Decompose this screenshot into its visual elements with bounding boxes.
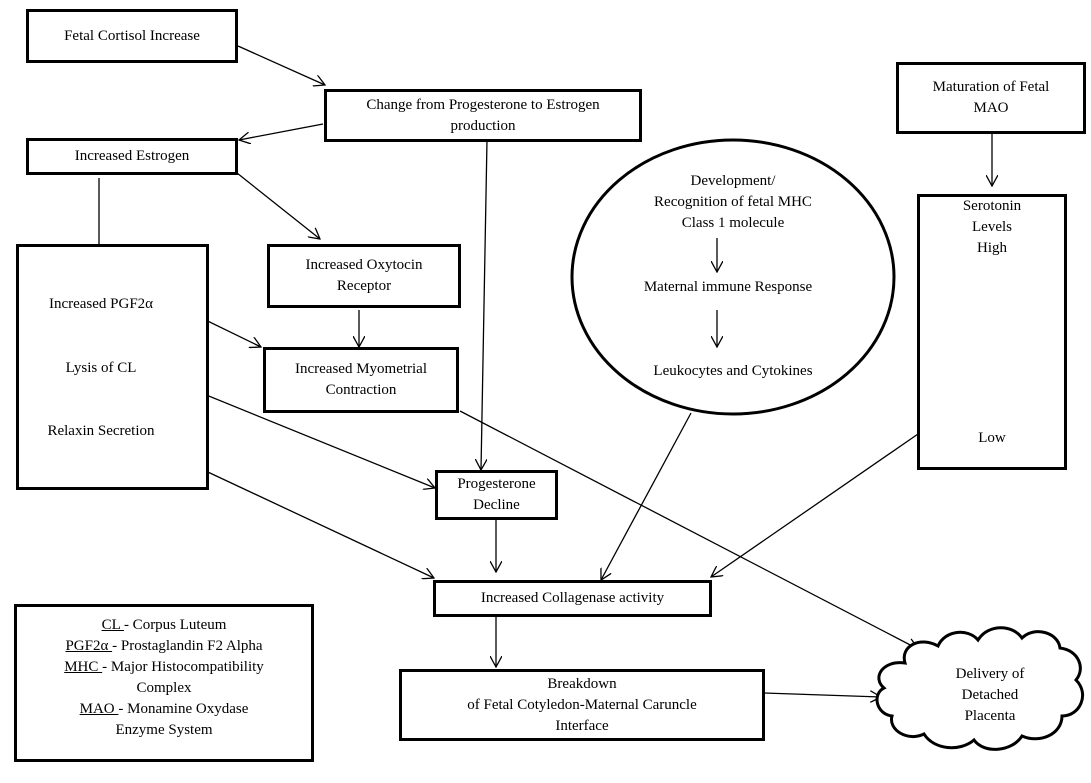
node-increased-estrogen: Increased Estrogen — [26, 138, 238, 175]
abbreviation-legend: CL - Corpus Luteum PGF2α - Prostaglandin… — [14, 604, 314, 762]
node-label: Increased Collagenase activity — [480, 590, 665, 606]
edge-mhc-to-collagenase — [601, 412, 692, 580]
node-maternal-immune-response: Maternal immune Response — [643, 279, 813, 295]
node-label-line: MAO — [973, 100, 1009, 116]
node-label-line: production — [450, 117, 516, 134]
legend-item: MAO - Monamine Oxydase — [17, 699, 311, 720]
node-maturation-of-fetal-mao: Maturation of Fetal MAO — [896, 62, 1086, 134]
node-label-line: Class 1 molecule — [681, 215, 785, 231]
node-label: Fetal Cortisol Increase — [64, 27, 200, 44]
node-serotonin-low: Low — [978, 430, 1006, 446]
mhc-immune-ellipse — [570, 138, 896, 416]
legend-item: CL - Corpus Luteum — [17, 615, 311, 636]
node-label-line: Contraction — [325, 382, 397, 398]
node-label-line: Progesterone — [457, 476, 536, 492]
legend-definition: - Corpus Luteum — [123, 617, 227, 633]
node-increased-collagenase-activity: Increased Collagenase activity — [433, 580, 712, 617]
node-breakdown-interface: Breakdown of Fetal Cotyledon-Maternal Ca… — [399, 669, 765, 741]
node-label-line: High — [977, 240, 1007, 256]
node-leukocytes-and-cytokines: Leukocytes and Cytokines — [653, 363, 813, 379]
node-change-progesterone-to-estrogen: Change from Progesterone to Estrogen pro… — [324, 89, 642, 142]
edge-breakdown-to-delivery — [763, 693, 881, 697]
node-increased-myometrial-contraction: Increased Myometrial Contraction — [263, 347, 459, 413]
edge-serotonin-to-collagenase — [711, 433, 919, 577]
legend-item: Complex — [17, 678, 311, 699]
node-label-line: Delivery of — [955, 666, 1025, 682]
node-label-line: Development/ — [690, 173, 776, 189]
legend-abbr: MAO — [79, 701, 119, 717]
node-label-line: Increased Myometrial — [294, 361, 428, 377]
edge-myometrial-to-delivery — [459, 410, 918, 649]
edge-cortisol-to-change — [237, 45, 325, 85]
node-mhc-development: Development/ Recognition of fetal MHC Cl… — [617, 171, 849, 234]
node-label-line: Levels — [972, 219, 1012, 235]
legend-definition: - Prostaglandin F2 Alpha — [112, 638, 263, 654]
node-label-line: Change from Progesterone to Estrogen — [366, 96, 600, 113]
legend-definition: Enzyme System — [115, 722, 213, 738]
legend-abbr: CL — [101, 617, 124, 633]
node-increased-oxytocin-receptor: Increased Oxytocin Receptor — [267, 244, 461, 308]
legend-definition: - Monamine Oxydase — [118, 701, 249, 717]
node-label-line: Maturation of Fetal — [932, 79, 1050, 95]
node-relaxin-secretion: Relaxin Secretion — [47, 423, 155, 439]
node-label-line: Decline — [473, 497, 520, 513]
node-serotonin-levels-high: Serotonin Levels High — [917, 196, 1067, 259]
node-label-line: Detached — [961, 687, 1019, 703]
node-increased-pgf2a: Increased PGF2α — [48, 296, 154, 312]
serotonin-group-box — [917, 194, 1067, 470]
node-label-line: Placenta — [964, 708, 1016, 724]
legend-item: MHC - Major Histocompatibility — [17, 657, 311, 678]
legend-item: PGF2α - Prostaglandin F2 Alpha — [17, 636, 311, 657]
node-lysis-of-cl: Lysis of CL — [65, 360, 137, 376]
edge-change-to-estrogen — [239, 123, 324, 140]
delivery-cloud-shape — [875, 626, 1084, 751]
node-label-line: Recognition of fetal MHC — [654, 194, 812, 210]
edge-change-to-progesterone-decline — [481, 139, 488, 470]
node-label-line: Breakdown — [547, 675, 617, 692]
node-progesterone-decline: Progesterone Decline — [435, 470, 558, 520]
node-delivery-of-detached-placenta: Delivery of Detached Placenta — [920, 664, 1060, 727]
legend-item: Enzyme System — [17, 720, 311, 741]
node-label-line: Interface — [555, 717, 609, 734]
legend-definition: Complex — [136, 680, 192, 696]
luteal-group-box — [16, 244, 209, 490]
node-label-line: Serotonin — [962, 198, 1022, 214]
node-label-line: Increased Oxytocin — [305, 257, 423, 273]
legend-abbr: MHC — [64, 659, 103, 675]
node-label-line: Receptor — [336, 278, 392, 294]
node-label-line: of Fetal Cotyledon-Maternal Caruncle — [467, 696, 697, 713]
node-fetal-cortisol-increase: Fetal Cortisol Increase — [26, 9, 238, 63]
legend-abbr: PGF2α — [65, 638, 113, 654]
edge-estrogen-to-oxytocin — [236, 172, 320, 239]
node-label: Increased Estrogen — [74, 148, 190, 164]
legend-definition: - Major Histocompatibility — [102, 659, 264, 675]
